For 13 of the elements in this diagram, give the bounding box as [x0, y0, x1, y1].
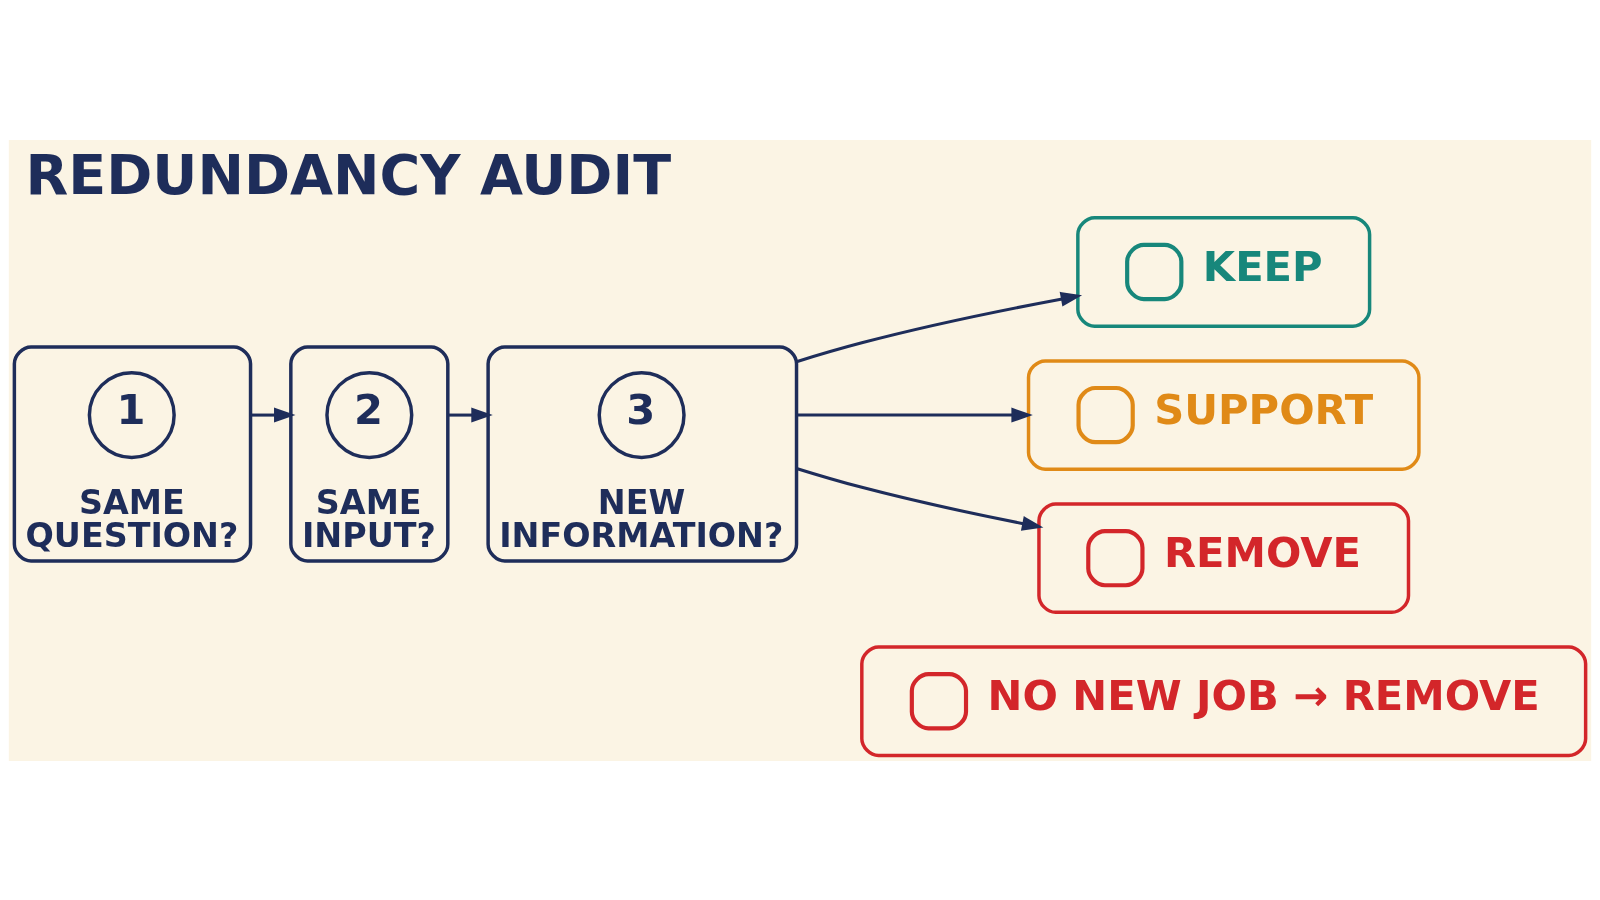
- node-box: REMOVE: [1037, 501, 1411, 614]
- node-box: NO NEW JOB → REMOVE: [860, 644, 1588, 757]
- arrow: [796, 466, 1044, 531]
- node-box: SUPPORT: [1026, 358, 1421, 471]
- node-box: KEEP: [1076, 215, 1372, 328]
- arrow: [250, 407, 296, 423]
- node-circle: 1: [87, 370, 176, 459]
- arrow: [796, 291, 1083, 363]
- diagram-title: REDUNDANCY AUDIT: [25, 141, 672, 207]
- node-circle: 2: [325, 370, 414, 459]
- node-circle: 3: [597, 370, 686, 459]
- arrow: [447, 407, 493, 423]
- arrow: [796, 407, 1033, 423]
